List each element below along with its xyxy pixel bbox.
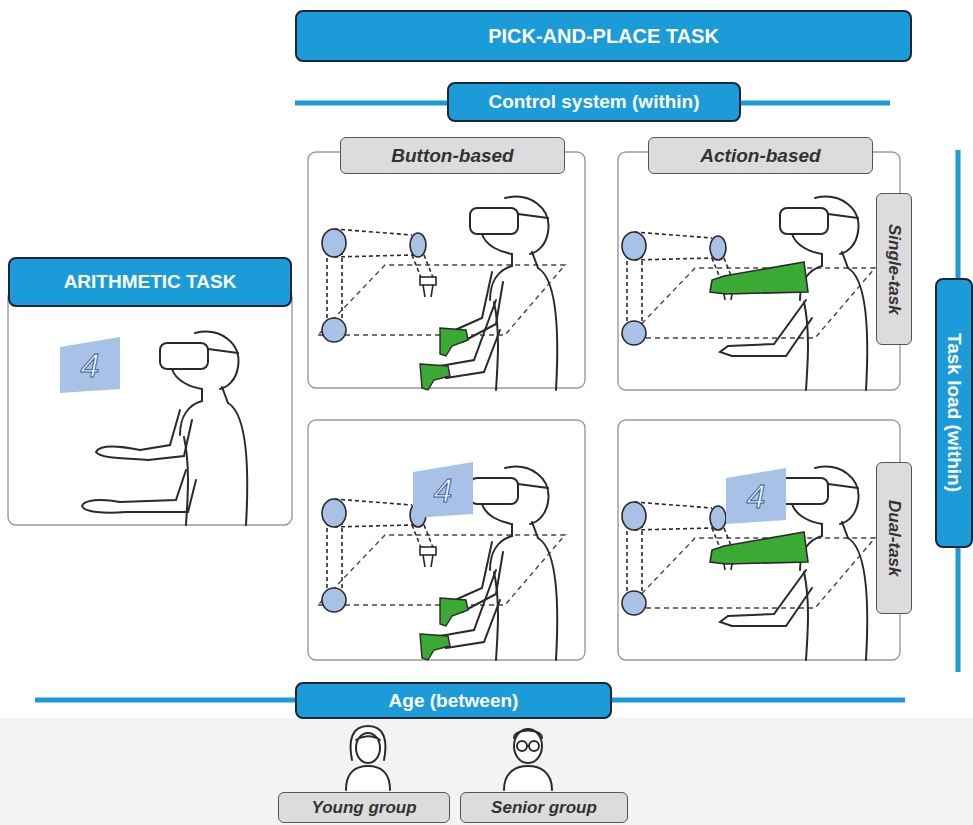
node-text: Button-based [391,145,513,167]
card-face [413,462,473,518]
group-tab: Young group [278,792,450,823]
node-text: Age (between) [389,690,519,712]
button-dual-scene [318,467,565,660]
young-icon [346,726,390,790]
senior-icon [504,729,552,790]
group-tab: Senior group [460,792,628,823]
node-text: Senior group [491,798,597,818]
card-face [60,337,120,393]
node-text: ARITHMETIC TASK [64,271,237,293]
footer-band [0,718,973,825]
number-card: 4 [726,468,786,524]
scene-panels [8,152,900,660]
task-banner: ARITHMETIC TASK [8,257,292,307]
action-dual-scene [622,467,875,660]
condition-tab: Button-based [340,137,565,174]
factor-box: Age (between) [295,682,612,719]
node-text: Action-based [700,145,820,167]
card-face [726,468,786,524]
node-text: 4 [81,346,100,385]
node-text: Single-task [884,224,904,315]
node-text: Young group [311,798,416,818]
task-banner: PICK-AND-PLACE TASK [295,10,912,62]
factor-box: Control system (within) [447,82,741,122]
node-text: 4 [747,477,766,516]
condition-tab: Dual-task [876,462,912,614]
node-text: Control system (within) [488,91,699,113]
condition-tab: Single-task [876,193,912,345]
number-card: 4 [413,462,473,518]
action-single-scene [622,197,875,390]
number-card: 4 [60,337,120,393]
node-text: Task load (within) [943,333,965,492]
button-single-scene [318,197,565,390]
node-text: PICK-AND-PLACE TASK [488,25,719,48]
node-text: 4 [434,471,453,510]
factor-box: Task load (within) [935,278,973,548]
node-text: Dual-task [884,500,904,577]
condition-tab: Action-based [648,137,873,174]
